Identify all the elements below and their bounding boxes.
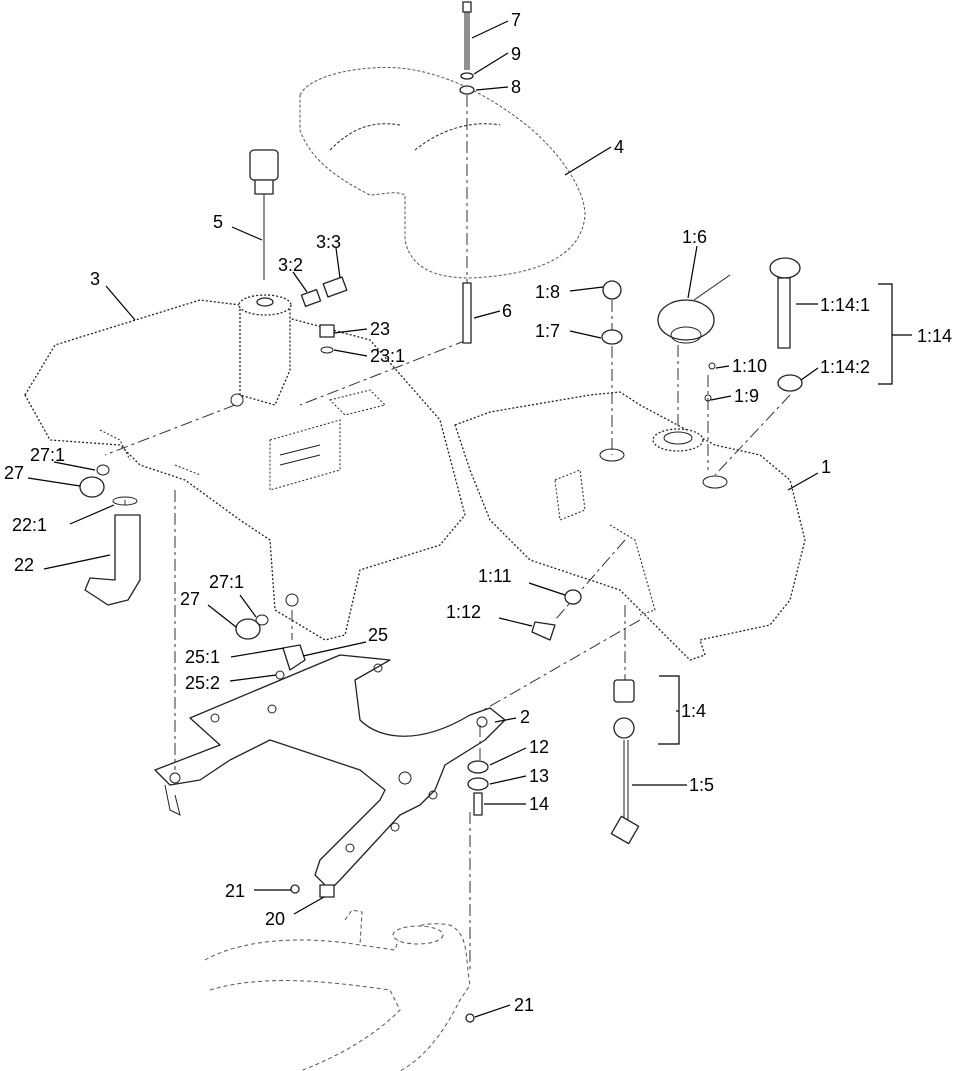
callout-3-3: 3:3 <box>316 232 341 252</box>
callout-1-6: 1:6 <box>682 227 707 247</box>
callout-1-9: 1:9 <box>734 386 759 406</box>
callout-27-1-left: 27:1 <box>30 445 65 465</box>
callout-27-left: 27 <box>4 463 24 483</box>
callout-27-lower: 27 <box>180 589 200 609</box>
callout-4: 4 <box>614 137 624 157</box>
callout-3: 3 <box>90 269 100 289</box>
callout-1-5: 1:5 <box>689 775 714 795</box>
callout-3-2: 3:2 <box>278 255 303 275</box>
callout-5: 5 <box>213 212 223 232</box>
callout-23: 23 <box>370 319 390 339</box>
callout-25-2: 25:2 <box>185 673 220 693</box>
part-2-plate <box>154 654 506 891</box>
callout-14: 14 <box>529 794 549 814</box>
callout-21-upper: 21 <box>225 881 245 901</box>
leader-lines <box>27 20 912 1018</box>
callout-1-10: 1:10 <box>732 356 767 376</box>
part-1-tank <box>454 391 806 661</box>
callout-13: 13 <box>529 766 549 786</box>
callout-1-11: 1:11 <box>478 566 512 586</box>
callout-2: 2 <box>520 707 530 727</box>
hardware <box>79 1 803 1023</box>
callout-25-1: 25:1 <box>185 647 220 667</box>
callout-25: 25 <box>368 625 388 645</box>
callout-22-1: 22:1 <box>12 515 47 535</box>
part-3-tank <box>24 294 466 641</box>
callout-12: 12 <box>529 737 549 757</box>
callout-6: 6 <box>502 301 512 321</box>
callout-21-lower: 21 <box>514 995 534 1015</box>
callout-1-4: 1:4 <box>681 701 706 721</box>
callout-23-1: 23:1 <box>370 346 405 366</box>
callout-8: 8 <box>511 77 521 97</box>
callout-1-14: 1:14 <box>917 326 952 346</box>
callout-7: 7 <box>511 10 521 30</box>
frame-ghost <box>204 909 471 1071</box>
alignment-lines <box>104 95 791 970</box>
callout-1-7: 1:7 <box>535 321 560 341</box>
callout-27-1-lower: 27:1 <box>209 572 244 592</box>
callout-1-8: 1:8 <box>535 282 560 302</box>
callout-1-14-1: 1:14:1 <box>820 295 870 315</box>
callout-22: 22 <box>14 555 34 575</box>
callout-labels: 7 9 8 4 5 3:3 3:2 3 23 23:1 6 1:6 1:8 1:… <box>4 10 952 1015</box>
part-4-cover <box>299 67 586 279</box>
callout-1: 1 <box>821 457 831 477</box>
callout-1-12: 1:12 <box>446 602 481 622</box>
callout-20: 20 <box>265 909 285 929</box>
callout-9: 9 <box>511 44 521 64</box>
callout-1-14-2: 1:14:2 <box>820 357 870 377</box>
